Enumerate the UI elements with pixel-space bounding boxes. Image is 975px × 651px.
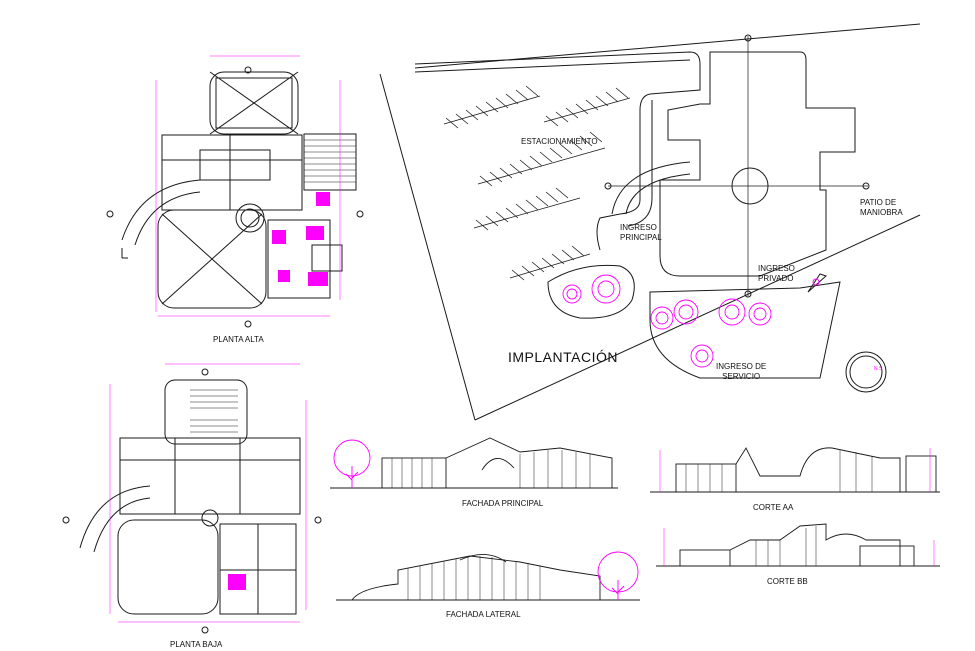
service-entrance-label: INGRESO DE SERVICIO bbox=[716, 362, 767, 381]
site-title: IMPLANTACIÓN bbox=[508, 349, 618, 365]
maneuver-yard-label: PATIO DE MANIOBRA bbox=[860, 198, 903, 217]
upper-plan-title: PLANTA ALTA bbox=[213, 335, 264, 344]
section-aa bbox=[650, 447, 940, 493]
main-facade bbox=[330, 437, 618, 489]
facade-tree-right bbox=[597, 551, 639, 600]
site-plan bbox=[379, 23, 921, 421]
facade-tree-left bbox=[333, 439, 371, 488]
upper-floor-plan bbox=[106, 55, 364, 328]
ground-floor-plan bbox=[62, 363, 322, 634]
private-entrance-label: INGRESO PRIVADO bbox=[758, 264, 795, 283]
parking-label: ESTACIONAMIENTO bbox=[521, 137, 598, 146]
side-facade bbox=[336, 554, 640, 601]
compass-letters: N S bbox=[874, 366, 883, 372]
section-bb bbox=[656, 523, 940, 567]
main-facade-title: FACHADA PRINCIPAL bbox=[462, 499, 544, 508]
ground-plan-title: PLANTA BAJA bbox=[170, 640, 223, 649]
site-trees bbox=[562, 274, 820, 368]
side-facade-title: FACHADA LATERAL bbox=[446, 610, 521, 619]
section-aa-title: CORTE AA bbox=[753, 503, 794, 512]
section-bb-title: CORTE BB bbox=[767, 577, 808, 586]
main-entrance-label: INGRESO PRINCIPAL bbox=[620, 223, 662, 242]
